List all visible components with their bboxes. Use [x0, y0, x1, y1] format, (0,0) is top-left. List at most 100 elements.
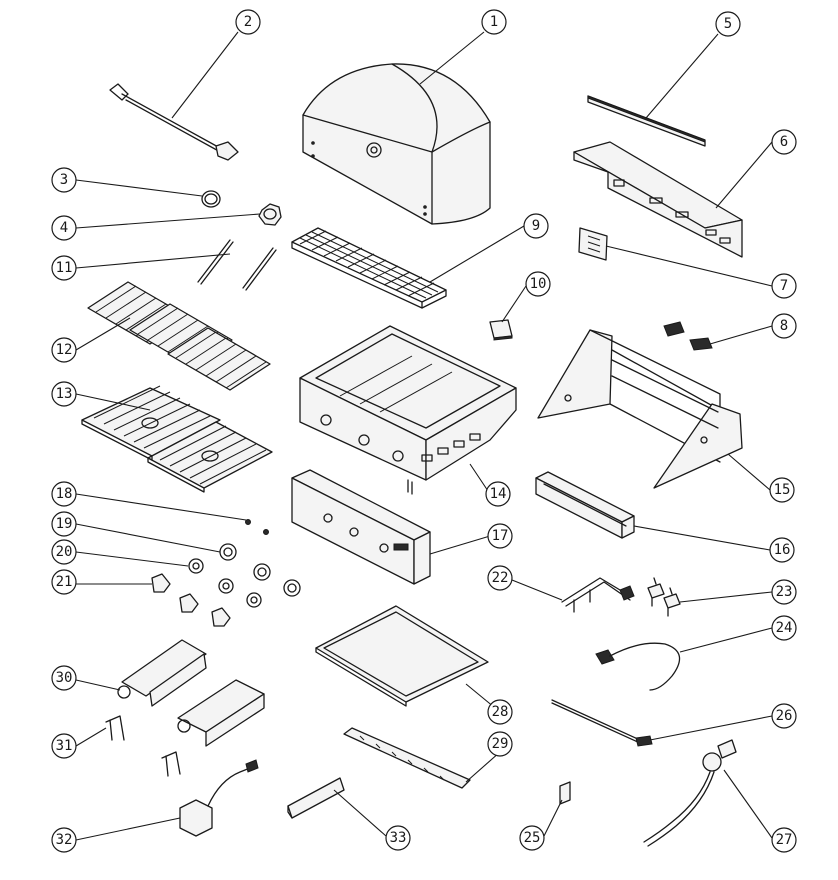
callouts: 1 2 3 4 5 6 7 8 9 10 11 12 13 14 15 16 1… [51, 9, 797, 853]
svg-text:16: 16 [774, 542, 791, 558]
svg-text:1: 1 [490, 14, 498, 30]
svg-text:11: 11 [56, 260, 73, 276]
part-firebox [299, 325, 517, 495]
part-rear-shield [573, 141, 743, 258]
svg-text:30: 30 [56, 670, 73, 686]
callout-21: 21 [51, 569, 77, 595]
svg-text:24: 24 [776, 620, 793, 636]
svg-text:27: 27 [776, 832, 793, 848]
part-control-knobs [151, 573, 231, 627]
svg-text:14: 14 [490, 486, 507, 502]
callout-24: 24 [771, 615, 797, 641]
part-front-rail [535, 471, 635, 539]
svg-text:7: 7 [780, 278, 788, 294]
callout-19: 19 [51, 511, 77, 537]
part-cart-frame [537, 329, 743, 489]
svg-text:33: 33 [390, 830, 407, 846]
svg-text:25: 25 [524, 830, 541, 846]
part-valves [647, 577, 681, 617]
callout-12: 12 [51, 337, 77, 363]
callout-4: 4 [51, 215, 77, 241]
callout-18: 18 [51, 481, 77, 507]
svg-text:26: 26 [776, 708, 793, 724]
part-heat-strip [287, 777, 345, 819]
callout-8: 8 [771, 313, 797, 339]
svg-text:19: 19 [56, 516, 73, 532]
svg-text:22: 22 [492, 570, 509, 586]
svg-text:12: 12 [56, 342, 73, 358]
callout-14: 14 [485, 481, 511, 507]
callout-29: 29 [487, 731, 513, 757]
svg-text:5: 5 [724, 16, 732, 32]
part-valve-manifold [561, 577, 635, 613]
svg-text:17: 17 [492, 528, 509, 544]
part-light-ring [201, 190, 221, 208]
callout-27: 27 [771, 827, 797, 853]
part-electrode-rod [551, 699, 653, 747]
svg-text:23: 23 [776, 584, 793, 600]
callout-6: 6 [771, 129, 797, 155]
svg-text:31: 31 [56, 738, 73, 754]
svg-text:3: 3 [60, 172, 68, 188]
part-handle [109, 83, 239, 161]
svg-text:18: 18 [56, 486, 73, 502]
svg-text:32: 32 [56, 832, 73, 848]
svg-text:8: 8 [780, 318, 788, 334]
part-rear-strip [587, 95, 706, 147]
svg-text:29: 29 [492, 736, 509, 752]
callout-25: 25 [519, 825, 545, 851]
part-grease-tray [343, 727, 471, 789]
part-regulator-hose [643, 739, 737, 847]
callout-20: 20 [51, 539, 77, 565]
callout-7: 7 [771, 273, 797, 299]
svg-text:4: 4 [60, 220, 68, 236]
svg-text:10: 10 [530, 276, 547, 292]
part-burners [117, 639, 265, 747]
svg-text:9: 9 [532, 218, 540, 234]
callout-33: 33 [385, 825, 411, 851]
callout-11: 11 [51, 255, 77, 281]
callout-30: 30 [51, 665, 77, 691]
part-clips [663, 321, 713, 351]
callout-2: 2 [235, 9, 261, 35]
callout-1: 1 [481, 9, 507, 35]
callout-15: 15 [769, 477, 795, 503]
part-igniter-module [179, 759, 259, 837]
svg-text:20: 20 [56, 544, 73, 560]
svg-text:28: 28 [492, 704, 509, 720]
part-knob-bezels [188, 543, 301, 608]
callout-31: 31 [51, 733, 77, 759]
svg-text:2: 2 [244, 14, 252, 30]
callout-23: 23 [771, 579, 797, 605]
part-igniter-buttons [245, 519, 269, 535]
callout-28: 28 [487, 699, 513, 725]
part-bezel [258, 203, 282, 226]
svg-text:21: 21 [56, 574, 73, 590]
callout-13: 13 [51, 381, 77, 407]
callout-26: 26 [771, 703, 797, 729]
part-plate [578, 227, 608, 261]
part-hood [302, 63, 491, 225]
part-warming-rack [291, 227, 447, 309]
part-hose-connector [595, 642, 681, 691]
part-control-panel [291, 469, 431, 585]
svg-text:6: 6 [780, 134, 788, 150]
svg-text:13: 13 [56, 386, 73, 402]
callout-22: 22 [487, 565, 513, 591]
part-rods [197, 239, 277, 291]
callout-5: 5 [715, 11, 741, 37]
part-flame-tamers [87, 281, 271, 391]
part-small-plate [489, 319, 513, 341]
callout-16: 16 [769, 537, 795, 563]
part-burner-brackets [105, 715, 181, 777]
callout-10: 10 [525, 271, 551, 297]
svg-text:15: 15 [774, 482, 791, 498]
part-cooking-grates [81, 385, 273, 493]
callout-9: 9 [523, 213, 549, 239]
part-small-bracket [559, 781, 571, 805]
leader-lines [75, 31, 773, 841]
callout-17: 17 [487, 523, 513, 549]
part-drip-tray [315, 605, 489, 707]
callout-32: 32 [51, 827, 77, 853]
